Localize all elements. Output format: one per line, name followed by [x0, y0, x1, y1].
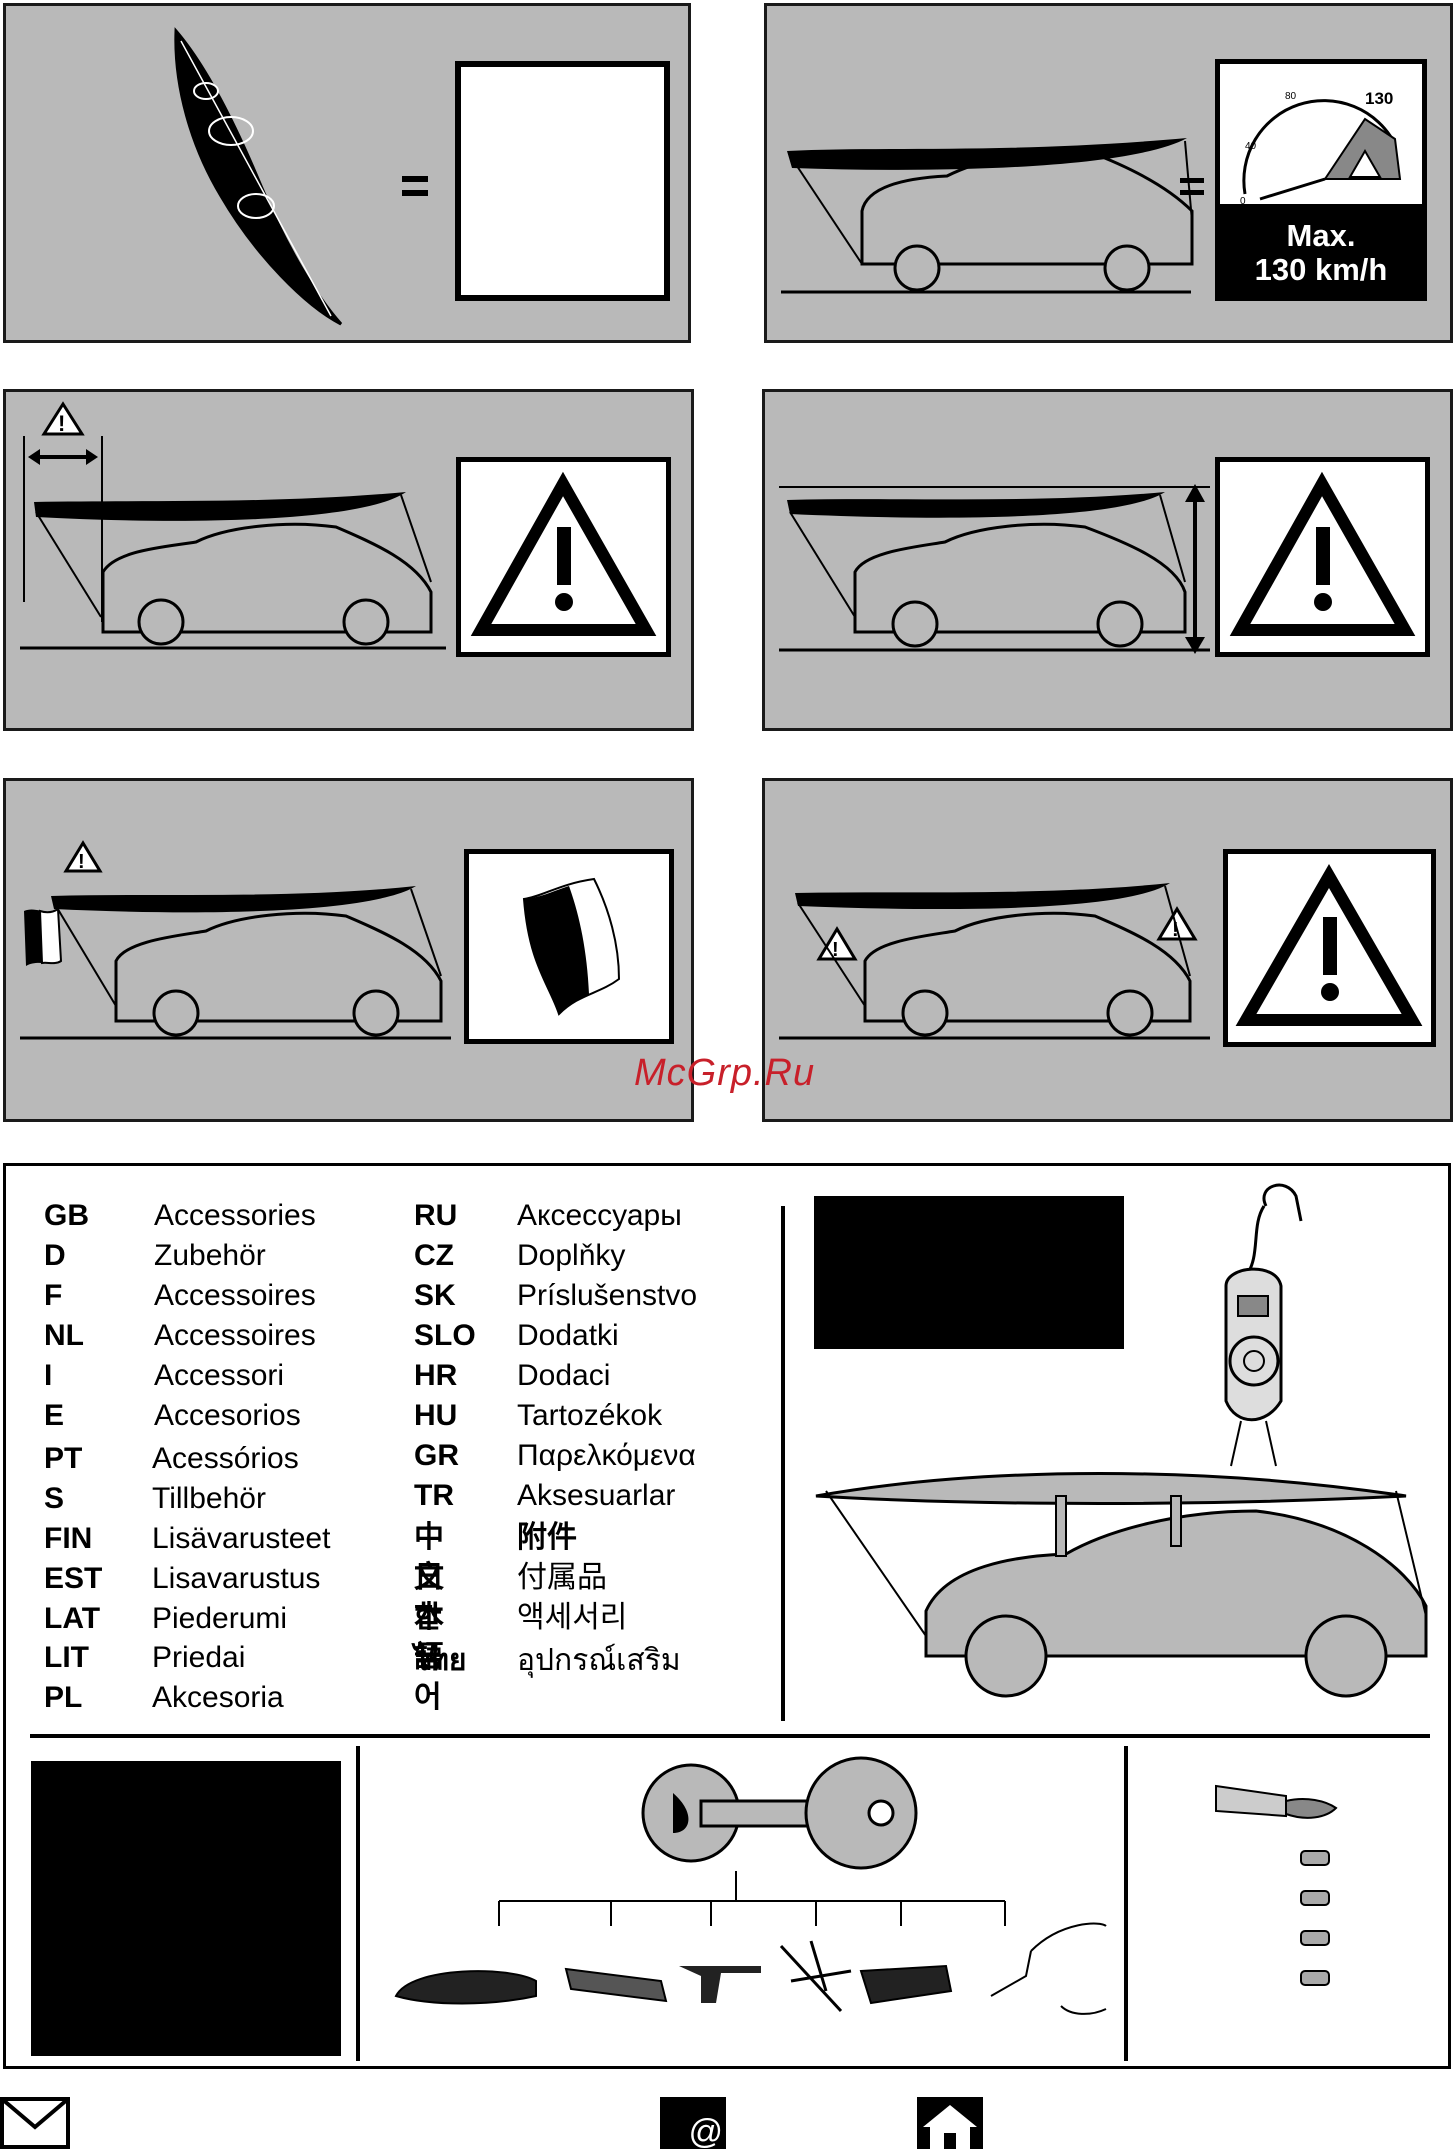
car-with-kayak-overhang-icon: ! — [20, 401, 446, 650]
panel-kayak-equals-blank — [3, 3, 691, 343]
speed-max-label: Max. — [1286, 218, 1356, 253]
car-with-kayak-flag-icon: ! — [20, 840, 451, 1040]
svg-text:!: ! — [78, 851, 85, 873]
panel-height-warning — [762, 389, 1453, 731]
speed-value-label: 130 km/h — [1254, 252, 1388, 287]
load-basket-icon — [859, 1964, 953, 2005]
warning-box — [1215, 457, 1430, 657]
divider — [1124, 1746, 1128, 2061]
lock-cylinders-icon — [1215, 1784, 1338, 1986]
blank-white-box — [455, 61, 670, 301]
car-with-kayak-straps-icon: ! ! — [779, 883, 1210, 1040]
house-icon[interactable] — [917, 2097, 983, 2149]
panel-speed-limit: 0 40 80 130 Max. 130 km/h — [764, 3, 1453, 343]
car-with-kayak-icon — [781, 138, 1194, 294]
svg-text:!: ! — [58, 411, 65, 436]
warning-triangle-icon — [1235, 863, 1423, 1026]
warning-box — [456, 457, 671, 657]
svg-text:!: ! — [832, 939, 839, 961]
black-label-box — [814, 1196, 1124, 1349]
svg-text:@: @ — [688, 2113, 723, 2149]
flag-box — [464, 849, 674, 1044]
at-sign-icon[interactable]: @ — [660, 2097, 726, 2149]
car-with-kayak-height-icon — [779, 484, 1210, 654]
watermark: McGrp.Ru — [634, 1052, 816, 1094]
warning-triangle-icon — [1156, 906, 1198, 941]
key-accessories-icon — [394, 1756, 1107, 2015]
equals-sign-icon — [1180, 178, 1204, 195]
warning-triangle-icon — [63, 840, 103, 873]
kayak-top-view-icon — [174, 27, 343, 326]
ratchet-strap-car-icon — [815, 1183, 1428, 1698]
speedometer-icon: 0 40 80 130 — [1220, 64, 1422, 204]
roof-bar-foot-icon — [679, 1966, 761, 2003]
panel-flag-marking: ! — [3, 778, 694, 1122]
warning-triangle-icon — [816, 926, 858, 961]
tick-40: 40 — [1245, 141, 1257, 152]
equals-sign-icon — [402, 176, 428, 196]
lock-cylinder-icon — [1215, 1784, 1287, 1818]
bike-carrier-icon — [779, 1940, 852, 2013]
divider — [781, 1206, 785, 1721]
speed-limit-sign: 0 40 80 130 Max. 130 km/h — [1215, 59, 1427, 301]
warning-flag-icon — [522, 877, 621, 1016]
divider — [30, 1734, 1430, 1738]
warning-triangle-icon — [41, 401, 85, 436]
key-icon — [1285, 1798, 1338, 1819]
towbar-carrier-icon — [990, 1922, 1107, 2015]
divider — [356, 1746, 360, 2061]
black-label-box — [31, 1761, 341, 2056]
warning-triangle-icon — [1229, 471, 1416, 636]
roof-box-icon — [394, 1970, 537, 2005]
warning-box — [1223, 849, 1436, 1047]
panel-strap-warning: ! ! — [762, 778, 1453, 1122]
envelope-icon[interactable] — [0, 2097, 70, 2149]
ski-carrier-icon — [564, 1967, 668, 2003]
panel-front-overhang-warning: ! — [3, 389, 694, 731]
tick-0: 0 — [1240, 196, 1246, 204]
tick-80: 80 — [1285, 91, 1297, 102]
warning-triangle-icon — [470, 471, 657, 636]
svg-text:!: ! — [1172, 919, 1179, 941]
tick-130: 130 — [1365, 89, 1393, 108]
key-icon — [699, 1799, 813, 1828]
